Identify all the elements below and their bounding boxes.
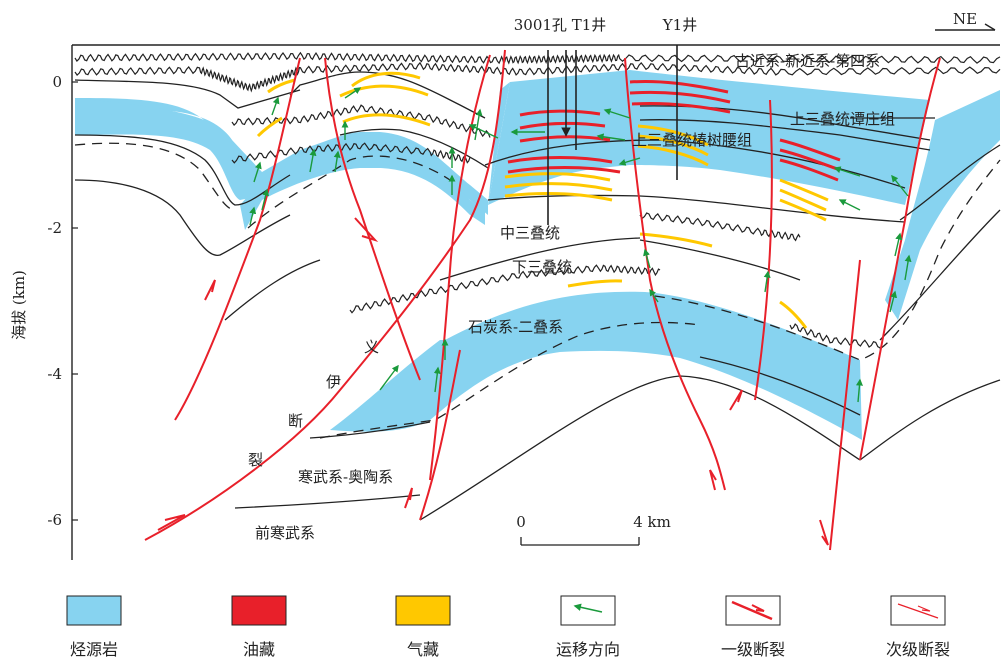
legend-label-gas: 气藏 (407, 640, 439, 659)
scale-start: 0 (516, 513, 526, 531)
fault-slip-arrows (157, 217, 829, 546)
unconformities (74, 51, 1001, 349)
label-upper-triassic-chunshuyao: 上三叠统椿树腰组 (632, 131, 752, 149)
plot-frame (71, 44, 1000, 560)
fault-name-char-2: 伊 (326, 373, 341, 391)
legend: 烃源岩 油藏 气藏 运移方向 一级断裂 次级断裂 (66, 595, 950, 659)
well-label-y1: Y1井 (662, 16, 697, 34)
legend-secondary-fault: 次级断裂 (886, 595, 950, 659)
wells (547, 45, 678, 225)
y-tick-minus4: -4 (47, 365, 62, 383)
y-axis-label: 海拔 (km) (10, 270, 28, 340)
unconformity-line-2 (74, 61, 1001, 93)
ne-direction-arrow (935, 23, 996, 31)
migration-arrows (249, 87, 912, 403)
legend-primary-fault: 一级断裂 (721, 595, 785, 659)
legend-gas: 气藏 (395, 595, 451, 659)
ne-label: NE (953, 10, 977, 28)
legend-label-source-rock: 烃源岩 (70, 640, 118, 659)
y-axis (72, 81, 78, 521)
fault-name-char-1: 义 (364, 338, 379, 356)
y-tick-minus2: -2 (47, 219, 62, 237)
fault-name-char-4: 裂 (248, 451, 263, 469)
legend-label-primary-fault: 一级断裂 (721, 640, 785, 659)
faults (144, 49, 941, 551)
unconformity-line-5 (639, 212, 801, 242)
unconformity-line-7 (789, 323, 881, 349)
y-tick-0: 0 (52, 73, 62, 91)
label-lower-triassic: 下三叠统 (512, 258, 572, 276)
dashed-boundaries (74, 142, 1001, 439)
legend-label-oil: 油藏 (243, 640, 275, 659)
legend-label-secondary-fault: 次级断裂 (886, 640, 950, 659)
legend-source-rock: 烃源岩 (66, 595, 122, 659)
well-label-3001-t1: 3001孔 T1井 (514, 16, 607, 34)
scale-end: 4 km (633, 513, 671, 531)
label-cambrian-ordovician: 寒武系-奥陶系 (298, 468, 393, 486)
scale-bar (520, 537, 640, 546)
unconformity-line-3 (231, 104, 491, 138)
y-tick-minus6: -6 (47, 511, 62, 529)
label-cenozoic: 古近系-新近系-第四系 (735, 52, 880, 70)
label-upper-triassic-tanzhuang: 上三叠统谭庄组 (790, 110, 895, 128)
label-carboniferous-permian: 石炭系-二叠系 (468, 318, 563, 336)
unconformity-line-1 (74, 51, 1001, 65)
legend-oil: 油藏 (231, 595, 287, 659)
legend-migration: 运移方向 (556, 595, 620, 659)
fault-name-char-3: 断 (288, 412, 303, 430)
unconformity-line-6 (349, 264, 661, 314)
legend-label-migration: 运移方向 (556, 640, 620, 659)
label-precambrian: 前寒武系 (255, 524, 315, 542)
strata-lines (74, 71, 1001, 521)
label-middle-triassic: 中三叠统 (500, 224, 560, 242)
